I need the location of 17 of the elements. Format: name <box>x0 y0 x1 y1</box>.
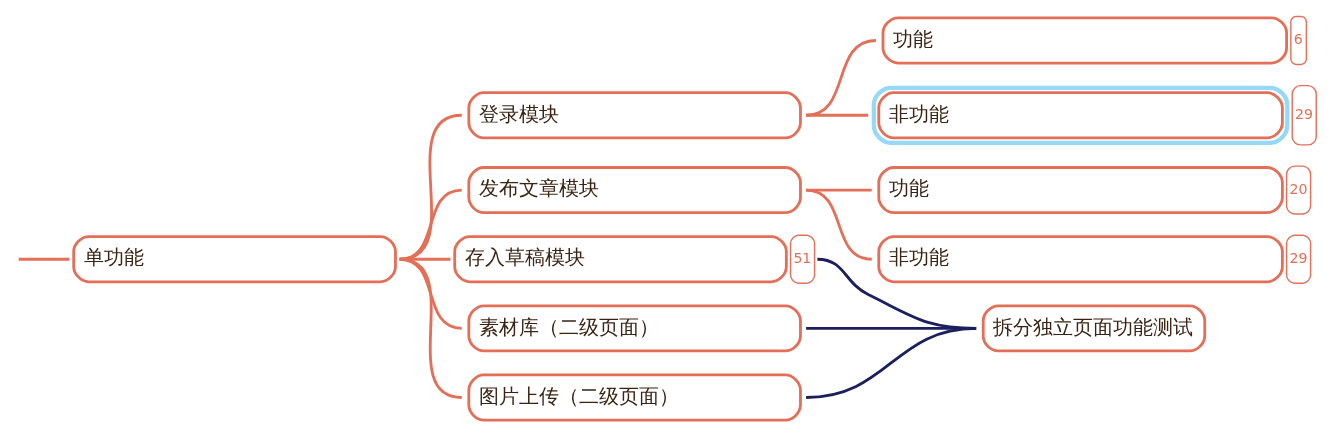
node-box: 发布文章模块 <box>467 166 802 215</box>
connector <box>806 113 869 117</box>
node-label: 29 <box>1289 249 1308 266</box>
connector <box>18 257 70 261</box>
node-label: 29 <box>1295 105 1314 122</box>
node-label: 51 <box>793 249 812 266</box>
connector <box>805 39 877 117</box>
node-label: 20 <box>1289 180 1308 197</box>
connector <box>399 257 463 399</box>
connector <box>806 326 977 399</box>
node-label: 6 <box>1293 31 1303 48</box>
node-box: 登录模块 <box>467 91 802 140</box>
node-box: 拆分独立页面功能测试 <box>981 304 1207 353</box>
connector <box>805 188 872 261</box>
node-box: 单功能 <box>72 235 397 284</box>
node-box: 图片上传（二级页面） <box>467 373 802 422</box>
node-box: 素材库（二级页面） <box>467 304 802 353</box>
